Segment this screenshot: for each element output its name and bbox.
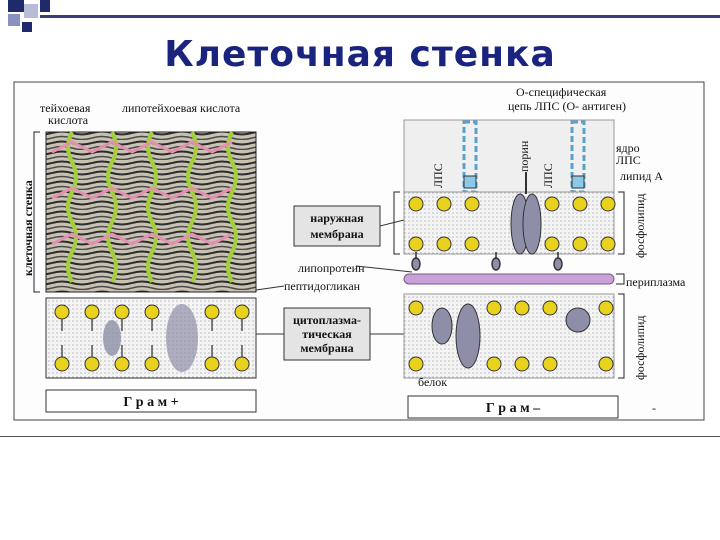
cell-wall-bracket (33, 131, 40, 293)
label-outer-membrane-2: мембрана (310, 227, 363, 241)
gram-neg-protein-1 (431, 307, 453, 345)
label-porin: порин (517, 140, 531, 172)
lps-chains (462, 120, 586, 194)
bottom-area (0, 436, 720, 540)
label-o-specific-2: цепь ЛПС (О- антиген) (508, 99, 626, 113)
gram-negative-panel: ЛПС ЛПС порин (393, 85, 686, 419)
label-cytoplasmic-2: тическая (302, 327, 352, 341)
label-cell-wall: клеточная стенка (21, 180, 35, 276)
label-lipoprotein: липопротеин (298, 261, 365, 275)
gram-pos-protein-2 (166, 304, 198, 372)
gram-positive-panel: Г р а м + тейхоевая кислота липотейхоева… (21, 101, 257, 413)
label-lps-right: ЛПС (541, 163, 555, 188)
top-rule (40, 15, 720, 18)
gram-neg-box (407, 395, 619, 419)
label-lipoteichoic: липотейхоевая кислота (122, 101, 241, 115)
label-core-1: ядро (616, 141, 640, 155)
label-lipid-a: липид А (620, 169, 663, 183)
label-phospholipid-bottom: фосфолипид (633, 315, 647, 380)
slide-title: Клеточная стенка (164, 34, 556, 75)
center-labels: наружная мембрана липопротеин пептидогли… (255, 205, 413, 361)
label-peptidoglycan: пептидогликан (284, 279, 361, 293)
gram-pos-label: Г р а м + (123, 395, 178, 410)
gram-pos-box (45, 389, 257, 413)
label-core-2: ЛПС (616, 153, 641, 167)
label-cytoplasmic-3: мембрана (300, 341, 353, 355)
gram-neg-protein-2 (455, 303, 481, 369)
label-acid: кислота (48, 113, 89, 127)
label-cytoplasmic-1: цитоплазма- (293, 313, 361, 327)
gram-neg-protein-3 (565, 307, 591, 333)
corner-decoration (0, 0, 160, 40)
outer-lipids (408, 196, 616, 252)
label-o-specific-1: О-специфическая (516, 85, 607, 99)
inner-lipids (408, 300, 614, 372)
porin-protein (510, 172, 542, 255)
gram-neg-peptidoglycan (403, 273, 615, 285)
cell-wall-diagram: Г р а м + тейхоевая кислота липотейхоева… (13, 81, 705, 421)
label-protein: белок (418, 375, 447, 389)
teichoic-acids (66, 131, 238, 283)
gram-pos-protein-1 (103, 320, 121, 356)
lipoteichoic-acids (51, 140, 233, 246)
gram-neg-label: Г р а м – (486, 401, 541, 416)
label-phospholipid-top: фосфолипид (633, 193, 647, 258)
label-dash: - (652, 401, 656, 415)
gram-pos-lipid-tails (61, 319, 243, 357)
label-periplasm: периплазма (626, 275, 686, 289)
label-lps-left: ЛПС (431, 163, 445, 188)
lipoproteins (411, 252, 563, 271)
pointer-lines (255, 219, 413, 335)
label-outer-membrane-1: наружная (310, 211, 364, 225)
label-teichoic: тейхоевая (40, 101, 91, 115)
